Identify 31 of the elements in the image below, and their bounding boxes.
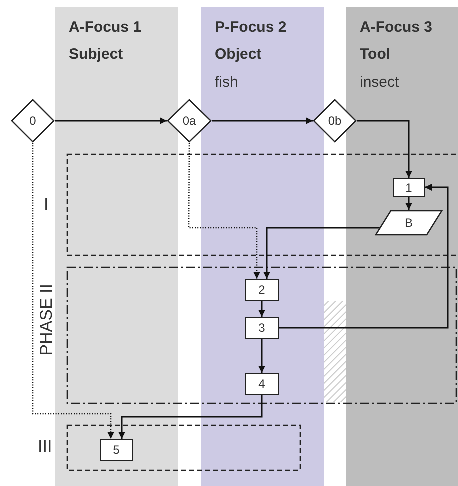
decision-diamond: 0a xyxy=(167,99,212,143)
dotted-arrow xyxy=(188,143,260,279)
decision-diamond: 0b xyxy=(313,99,357,143)
lane-heading: P-Focus 2 xyxy=(215,19,287,37)
lane-heading: A-Focus 1 xyxy=(69,19,142,37)
lane-subtitle: insect xyxy=(360,74,400,92)
process-box: 2 xyxy=(245,279,279,301)
data-parallelogram: B xyxy=(375,210,443,236)
lane-heading: Tool xyxy=(360,46,391,64)
process-box: 4 xyxy=(245,373,279,395)
arrow xyxy=(258,339,266,373)
phase-label: I xyxy=(44,196,49,214)
lane-heading: Object xyxy=(215,46,262,64)
arrow xyxy=(118,395,263,439)
arrow xyxy=(357,120,412,178)
dotted-arrow xyxy=(32,143,114,439)
arrow xyxy=(406,197,412,210)
arrow xyxy=(212,118,313,124)
process-box: 1 xyxy=(393,178,425,197)
process-box: 3 xyxy=(245,317,279,339)
phase-label: III xyxy=(38,438,52,456)
phase-label: PHASE II xyxy=(38,284,56,356)
lane-heading: Subject xyxy=(69,46,124,64)
arrow xyxy=(279,184,449,329)
arrow xyxy=(258,301,266,317)
arrow xyxy=(55,118,167,124)
lane-heading: A-Focus 3 xyxy=(360,19,433,37)
arrow xyxy=(264,227,380,279)
lane-subtitle: fish xyxy=(215,74,238,92)
decision-diamond: 0 xyxy=(11,99,55,143)
process-box: 5 xyxy=(100,439,133,461)
